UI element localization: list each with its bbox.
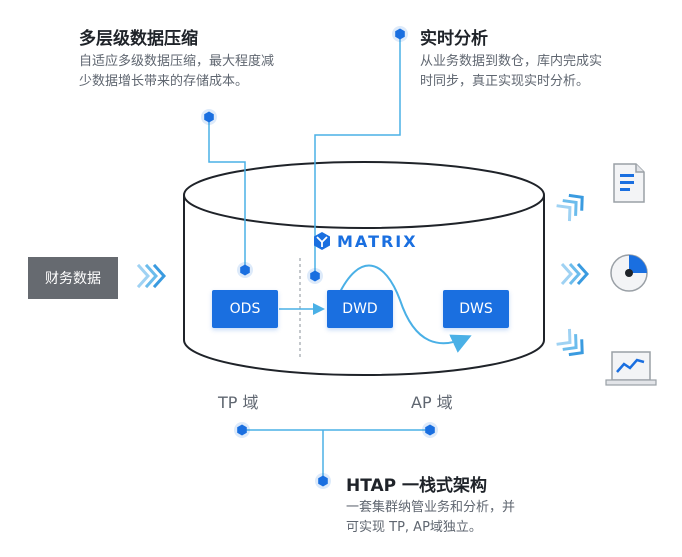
compression-desc: 自适应多级数据压缩，最大程度减 少数据增长带来的存储成本。	[79, 52, 339, 92]
stage-dws: DWS	[443, 290, 509, 328]
htap-desc-line-2: 可实现 TP, AP域独立。	[346, 520, 482, 535]
connector-node-htap	[315, 473, 331, 489]
realtime-desc: 从业务数据到数仓，库内完成实 时同步，真正实现实时分析。	[420, 52, 670, 92]
htap-connector	[242, 429, 430, 480]
compression-desc-line-2: 少数据增长带来的存储成本。	[79, 74, 249, 89]
line-chart-monitor-icon	[605, 351, 657, 386]
realtime-desc-line-2: 时同步，真正实现实时分析。	[420, 74, 590, 89]
connector-node-ap	[422, 422, 438, 438]
input-chevron-icon	[136, 263, 167, 289]
connector-node-ods	[237, 262, 253, 278]
htap-desc-line-1: 一套集群纳管业务和分析，并	[346, 500, 516, 515]
htap-title: HTAP 一栈式架构	[346, 476, 488, 496]
realtime-desc-line-1: 从业务数据到数仓，库内完成实	[420, 54, 603, 69]
connector-node-dwd	[307, 268, 323, 284]
output-chevron-icon-bottom	[556, 328, 584, 357]
compression-title: 多层级数据压缩	[79, 29, 198, 49]
dwd-to-dws-curve	[337, 264, 472, 353]
stage-dwd: DWD	[327, 290, 393, 328]
database-cylinder	[183, 161, 545, 376]
compression-connector	[208, 117, 246, 270]
htap-desc: 一套集群纳管业务和分析，并 可实现 TP, AP域独立。	[346, 498, 586, 538]
y-logo-icon	[314, 232, 330, 250]
matrix-brand-name: MATRIX	[337, 232, 418, 251]
realtime-title: 实时分析	[420, 29, 488, 49]
report-document-icon	[613, 163, 645, 203]
realtime-connector	[314, 34, 401, 276]
source-financial-data: 财务数据	[28, 257, 118, 299]
connector-node-realtime	[392, 26, 408, 42]
output-chevron-icon-middle	[560, 262, 590, 286]
connector-node-compression	[201, 109, 217, 125]
pie-chart-icon	[610, 254, 648, 292]
stage-ods: ODS	[212, 290, 278, 328]
region-tp: TP 域	[218, 393, 259, 412]
output-chevron-icon-top	[556, 193, 584, 222]
region-ap: AP 域	[411, 393, 453, 412]
connector-node-tp	[234, 422, 250, 438]
compression-desc-line-1: 自适应多级数据压缩，最大程度减	[79, 54, 275, 69]
